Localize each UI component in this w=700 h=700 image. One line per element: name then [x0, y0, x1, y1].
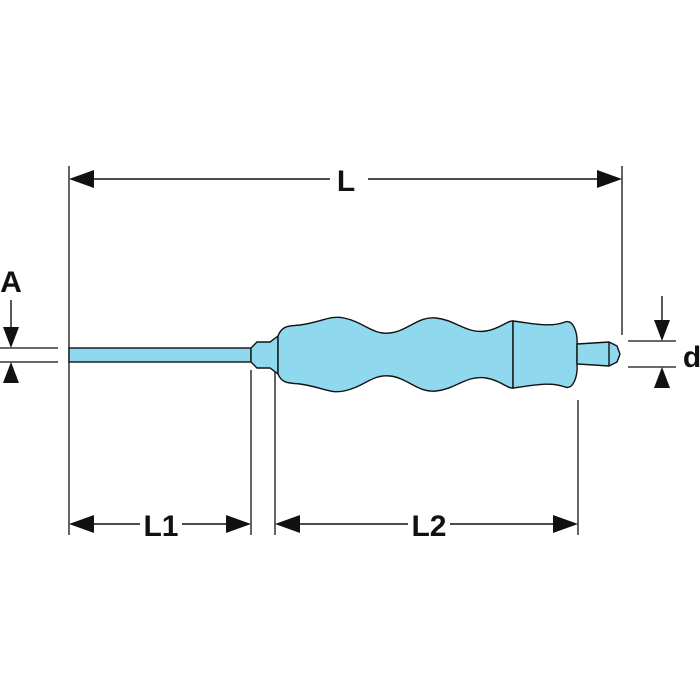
arrow-d-up-icon	[654, 367, 670, 388]
blade-shaft	[68, 347, 252, 363]
dimension-l	[69, 170, 622, 188]
label-l: L	[337, 165, 355, 198]
handle-grip	[277, 316, 514, 393]
arrow-d-down-icon	[654, 320, 670, 341]
arrow-l1-left-icon	[69, 515, 94, 533]
ferrule	[250, 334, 279, 376]
punch-tool	[68, 316, 621, 393]
arrow-l2-left-icon	[275, 515, 300, 533]
label-l2: L2	[411, 510, 446, 543]
arrow-a-down-icon	[3, 327, 19, 348]
arrow-a-up-icon	[3, 362, 19, 383]
label-a: A	[0, 266, 22, 299]
dimension-l1	[69, 515, 251, 533]
dimension-a	[3, 300, 19, 383]
label-d: d	[683, 341, 700, 374]
arrow-l2-right-icon	[553, 515, 578, 533]
arrow-l1-right-icon	[226, 515, 251, 533]
dimension-d	[654, 296, 670, 388]
dimension-l2	[275, 515, 578, 533]
label-l1: L1	[143, 510, 178, 543]
pin-tip	[576, 341, 621, 367]
arrow-l-right-icon	[597, 170, 622, 188]
arrow-l-left-icon	[69, 170, 94, 188]
handle-end	[512, 320, 578, 389]
